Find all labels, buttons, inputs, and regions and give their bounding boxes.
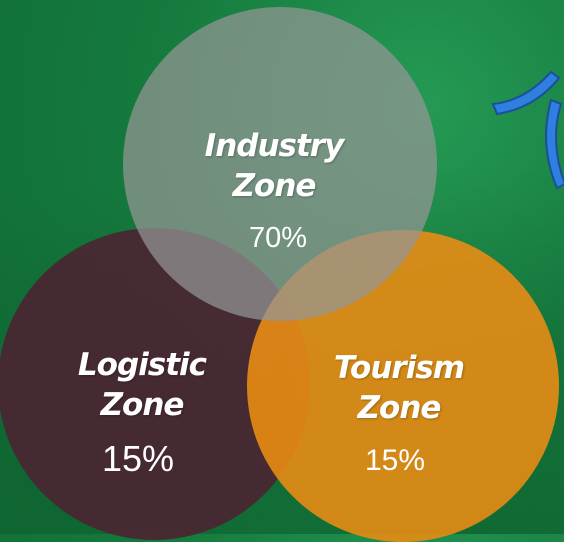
tourism-zone-name-line2: Zone — [357, 390, 442, 426]
industry-zone-circle — [123, 7, 437, 321]
industry-zone-percentage: 70% — [248, 222, 308, 254]
tourism-zone-label: Tourism Zone — [289, 348, 509, 428]
industry-zone-name-line1: Industry — [204, 128, 345, 164]
blue-arrow-icon — [491, 70, 564, 190]
logistic-zone-name-line1: Logistic — [77, 347, 207, 383]
tourism-zone-name-line1: Tourism — [333, 350, 465, 386]
industry-zone-label: Industry Zone — [164, 126, 384, 206]
logistic-zone-percentage: 15% — [101, 438, 175, 479]
industry-zone-name-line2: Zone — [232, 168, 317, 204]
tourism-zone-percentage: 15% — [364, 444, 426, 477]
logistic-zone-label: Logistic Zone — [32, 345, 252, 425]
logistic-zone-name-line2: Zone — [100, 387, 185, 423]
